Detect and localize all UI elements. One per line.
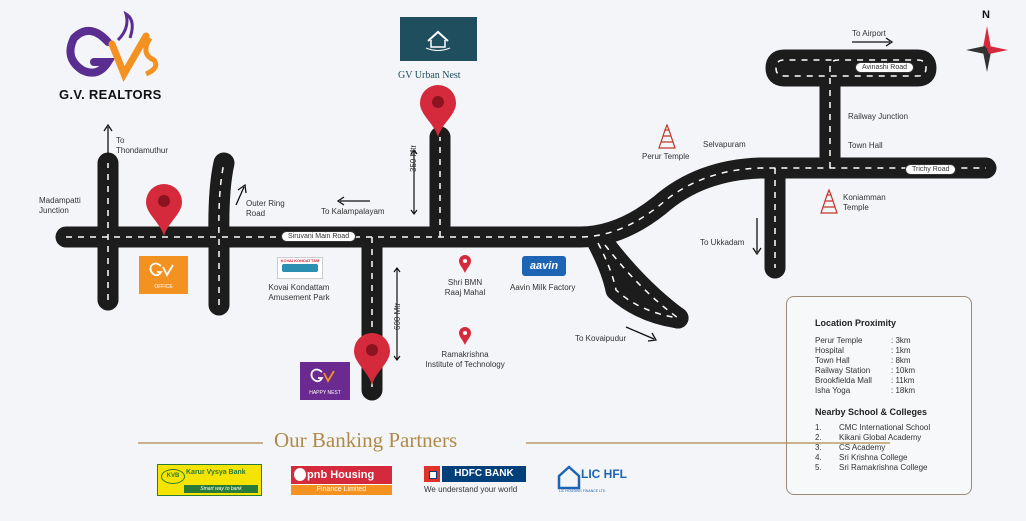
gv-office-logo-icon [149, 262, 174, 277]
selvapuram-label: Selvapuram [703, 140, 746, 149]
happy-nest-label: HAPPY NEST [309, 390, 341, 396]
arrow-ukkadam-icon [752, 218, 762, 256]
gv-urban-nest-logo-icon [400, 17, 477, 61]
office-location-pin-icon[interactable] [146, 184, 182, 236]
proximity-title: Location Proximity [815, 318, 897, 328]
aavin-logo-icon: aavin [522, 256, 566, 276]
school-number: 5. [815, 463, 822, 472]
office-label: OFFICE [154, 284, 173, 290]
airport-road-centerline [775, 59, 927, 168]
schools-title: Nearby School & Colleges [815, 407, 928, 417]
school-number: 3. [815, 443, 822, 452]
pnb-housing-logo[interactable]: pnb Housing Finance Limited [291, 464, 392, 495]
arrow-kalampalayam-icon [336, 196, 370, 206]
proximity-distance: : 18km [891, 386, 916, 395]
trichy-road-tag: Trichy Road [905, 164, 957, 175]
gv-realtors-logo-icon [66, 10, 159, 82]
project-name: GV Urban Nest [398, 70, 461, 81]
happy-nest-location-pin-icon[interactable] [354, 333, 390, 385]
kovai-kondattam-logo-icon: KOVAI KONDATTAM [277, 257, 323, 279]
ramakrishna-pin-icon [459, 327, 471, 345]
proximity-distance: : 11km [891, 376, 915, 385]
school-number: 2. [815, 433, 822, 442]
lic-hfl-logo[interactable]: LIC HFL LIC HOUSING FINANCE LTD [557, 463, 631, 493]
siruvani-road-centerline [66, 167, 986, 238]
brand-name: G.V. REALTORS [59, 87, 162, 102]
proximity-place: Hospital [815, 346, 844, 355]
distance-600-marker [393, 267, 401, 361]
proximity-place: Isha Yoga [815, 386, 851, 395]
avinashi-road-tag: Avinashi Road [855, 62, 915, 73]
proximity-distance: : 10km [891, 366, 916, 375]
shri-bmn-pin-icon [459, 255, 471, 273]
railway-junction-label: Railway Junction [848, 112, 909, 121]
banking-divider [138, 442, 890, 444]
lic-house-icon [557, 465, 581, 490]
perur-temple-label: Perur Temple [642, 152, 690, 161]
kovaipudur-road-2 [594, 234, 689, 329]
proximity-place: Town Hall [815, 356, 850, 365]
koniamman-temple-icon [820, 188, 838, 214]
proximity-distance: : 3km [891, 336, 911, 345]
school-number: 1. [815, 423, 822, 432]
to-ukkadam-label: To Ukkadam [700, 238, 745, 247]
school-name: CMC International School [839, 423, 931, 432]
gv-happy-nest-logo-icon [310, 368, 335, 383]
arrow-outer-ring-icon [235, 183, 247, 206]
happy-nest-badge: HAPPY NEST [300, 362, 350, 400]
proximity-place: Perur Temple [815, 336, 863, 345]
to-kalampalayam-label: To Kalampalayam [321, 207, 385, 216]
compass-north-label: N [982, 9, 990, 21]
town-hall-label: Town Hall [848, 141, 883, 150]
pnb-mark-icon [294, 468, 306, 481]
hdfc-bank-logo[interactable]: HDFC BANK We understand your world [424, 466, 528, 496]
office-badge: OFFICE [139, 256, 188, 294]
school-number: 4. [815, 453, 822, 462]
aavin-label: Aavin Milk Factory [510, 283, 576, 292]
banking-title: Our Banking Partners [274, 428, 458, 452]
proximity-distance: : 1km [891, 346, 911, 355]
school-name: Sri Ramakrishna College [839, 463, 928, 472]
school-name: Kikani Global Academy [839, 433, 922, 442]
kovaipudur-road-centerline [597, 242, 679, 319]
school-name: Sri Krishna College [839, 453, 908, 462]
school-name: CS Academy [839, 443, 886, 452]
outer-ring-road-centerline [218, 162, 225, 305]
proximity-place: Brookfieldа Mall [815, 376, 872, 385]
to-airport-label: To Airport [852, 29, 886, 38]
proximity-distance: : 8km [891, 356, 911, 365]
kvb-logo[interactable]: KVB Karur Vysya Bank Smart way to bank [157, 464, 262, 496]
proximity-place: Railway Station [815, 366, 871, 375]
distance-350-marker [410, 149, 418, 215]
hdfc-mark-icon [424, 466, 440, 482]
urban-nest-location-pin-icon[interactable] [420, 85, 456, 137]
perur-temple-icon [658, 123, 676, 149]
compass-icon [966, 26, 1008, 72]
siruvani-road-tag: Siruvani Main Road [281, 231, 357, 242]
arrow-airport-icon [852, 37, 894, 47]
arrow-kovaipudur-icon [625, 326, 658, 342]
kvb-mark-icon: KVB [161, 469, 185, 484]
arrow-thondamuthur-icon [103, 123, 113, 155]
to-kovaipudur-label: To Kovaipudur [575, 334, 627, 343]
